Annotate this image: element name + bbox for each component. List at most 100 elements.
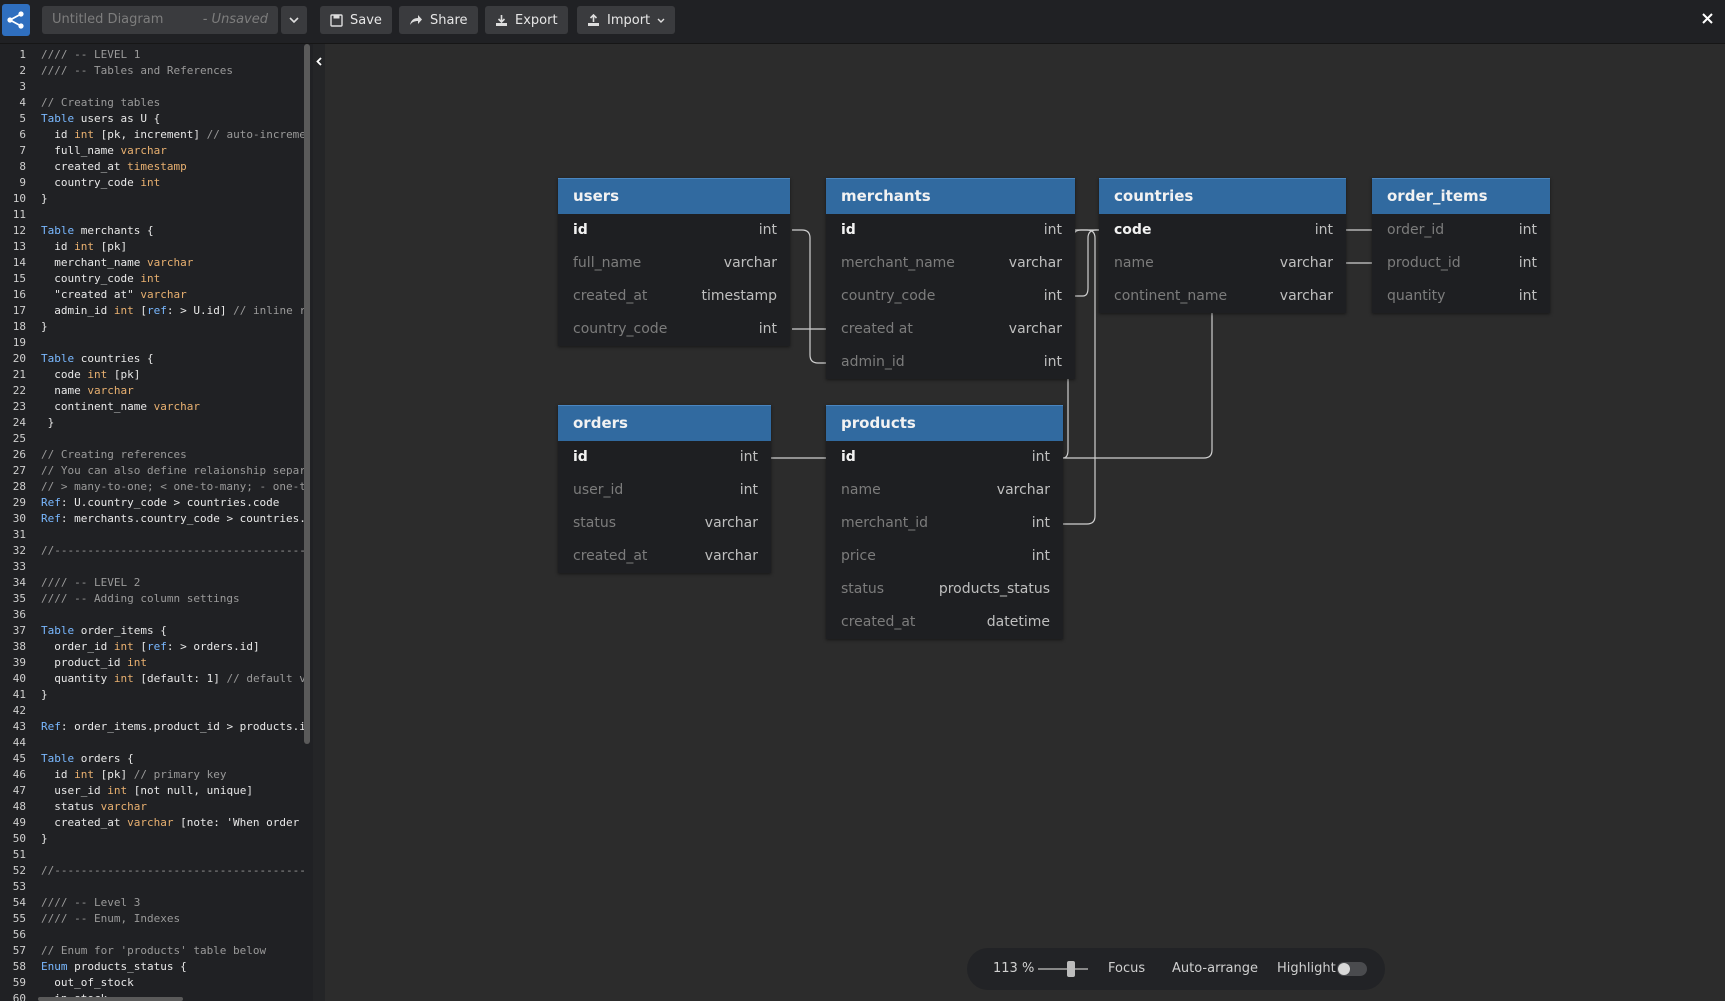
code-line[interactable]: Ref: U.country_code > countries.code [41,496,280,509]
code-line[interactable]: status varchar [41,800,147,813]
code-line[interactable]: created_at timestamp [41,160,187,173]
code-line[interactable]: } [41,320,48,333]
focus-button[interactable]: Focus [1108,961,1146,976]
diagram-name-input[interactable]: Untitled Diagram - Unsaved [42,6,278,34]
code-line[interactable]: full_name varchar [41,144,167,157]
code-line[interactable]: // Creating references [41,448,187,461]
table-header[interactable]: products [826,405,1063,441]
export-button[interactable]: Export [485,6,568,34]
code-line[interactable]: //// -- LEVEL 2 [41,576,141,589]
code-line[interactable]: //// -- Adding column settings [41,592,240,605]
code-line[interactable]: Table users as U { [41,112,161,125]
highlight-toggle[interactable] [1337,962,1367,976]
code-line[interactable]: } [41,832,48,845]
code-line[interactable]: user_id int [not null, unique] [41,784,253,797]
code-line[interactable]: id int [pk] [41,240,128,253]
code-line[interactable]: admin_id int [ref: > U.id] // inline rel… [41,304,305,317]
editor-vertical-scrollbar[interactable] [304,44,310,744]
code-line[interactable]: //// -- Level 3 [41,896,141,909]
code-line[interactable]: //// -- LEVEL 1 [41,48,141,61]
code-line[interactable]: id int [pk] // primary key [41,768,227,781]
code-line[interactable]: // > many-to-one; < one-to-many; - one-t… [41,480,305,493]
table-header[interactable]: orders [558,405,771,441]
zoom-slider-thumb[interactable] [1067,961,1075,977]
code-line[interactable]: Table merchants { [41,224,154,237]
code-line[interactable]: country_code int [41,272,161,285]
code-line[interactable]: name varchar [41,384,134,397]
code-line[interactable]: } [41,192,48,205]
code-line[interactable]: Ref: order_items.product_id > products.i… [41,720,305,733]
editor-horizontal-scrollbar[interactable] [38,997,183,1001]
code-line[interactable]: //// -- Tables and References [41,64,234,77]
code-line[interactable]: // Creating tables [41,96,161,109]
code-line[interactable]: Table orders { [41,752,134,765]
code-line[interactable]: Table order_items { [41,624,167,637]
auto-arrange-button[interactable]: Auto-arrange [1172,961,1258,976]
code-line[interactable]: product_id int [41,656,147,669]
save-button[interactable]: Save [320,6,392,34]
code-line[interactable]: //--------------------------------------… [41,544,305,557]
zoom-slider-track[interactable] [1038,968,1088,970]
import-button[interactable]: Import [577,6,676,34]
close-icon[interactable] [1699,8,1715,28]
code-line[interactable]: id int [pk, increment] // auto-increment [41,128,305,141]
table-header[interactable]: users [558,178,790,214]
diagram-menu-dropdown[interactable] [281,6,307,34]
code-line[interactable]: merchant_name varchar [41,256,194,269]
code-line[interactable]: continent_name varchar [41,400,200,413]
code-line[interactable]: created_at varchar [note: 'When order cr… [41,816,300,829]
code-line[interactable]: // You can also define relaionship separ… [41,464,305,477]
table-header[interactable]: order_items [1372,178,1550,214]
code-line[interactable]: country_code int [41,176,161,189]
code-line[interactable]: } [41,416,55,429]
code-line[interactable]: quantity int [default: 1] // default val… [41,672,305,685]
code-line[interactable]: Enum products_status { [41,960,187,973]
code-line[interactable]: code int [pk] [41,368,141,381]
code-line[interactable]: Ref: merchants.country_code > countries.… [41,512,305,525]
app-logo-share-icon[interactable] [2,4,30,36]
collapse-editor-button[interactable] [313,50,325,72]
code-line[interactable]: "created at" varchar [41,288,187,301]
code-line[interactable]: //--------------------------------------… [41,864,305,877]
code-line[interactable]: out_of_stock [41,976,134,989]
table-header[interactable]: merchants [826,178,1075,214]
code-line[interactable]: Table countries { [41,352,154,365]
diagram-name[interactable]: Untitled Diagram [52,12,164,27]
share-button[interactable]: Share [399,6,478,34]
editor-resize-handle[interactable] [313,44,325,1001]
table-header[interactable]: countries [1099,178,1346,214]
code-line[interactable]: in_stock [41,991,305,1001]
code-line[interactable]: } [41,688,48,701]
code-line[interactable]: order_id int [ref: > orders.id] [41,640,260,653]
